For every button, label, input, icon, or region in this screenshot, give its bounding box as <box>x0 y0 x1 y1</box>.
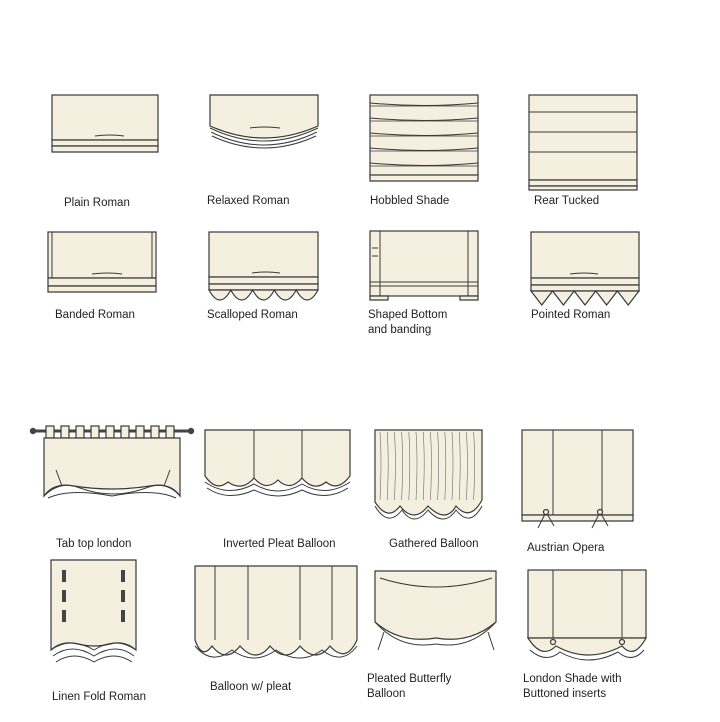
rear-tucked-icon <box>528 94 638 191</box>
pleated-butterfly-balloon-label-line: Balloon <box>367 688 406 700</box>
rear-tucked-label: Rear Tucked <box>534 194 599 209</box>
hobbled-shade-label: Hobbled Shade <box>370 194 449 209</box>
linen-fold-roman-label-line: Linen Fold Roman <box>52 691 146 703</box>
plain-roman-label: Plain Roman <box>64 196 130 211</box>
scalloped-roman-label: Scalloped Roman <box>207 308 298 323</box>
shaped-bottom-label: Shaped Bottom and banding <box>368 308 447 338</box>
tab-top-london-label-line: Tab top london <box>56 538 132 550</box>
banded-roman-icon <box>47 231 157 293</box>
banded-roman-label: Banded Roman <box>55 308 135 323</box>
gathered-balloon-label-line: Gathered Balloon <box>389 538 479 550</box>
inverted-pleat-balloon-label-line: Inverted Pleat Balloon <box>223 538 336 550</box>
shaped-bottom-label-line: and banding <box>368 324 432 336</box>
relaxed-roman-label-line: Relaxed Roman <box>207 195 290 207</box>
shaped-bottom-label-line: Shaped Bottom <box>368 309 448 321</box>
balloon-w-pleat-label-line: Balloon w/ pleat <box>210 681 292 693</box>
hobbled-shade-icon <box>369 94 479 182</box>
linen-fold-roman-label: Linen Fold Roman <box>52 690 146 705</box>
plain-roman-label-line: Plain Roman <box>64 197 130 209</box>
banded-roman-label-line: Banded Roman <box>55 309 135 321</box>
gathered-balloon-label: Gathered Balloon <box>389 537 479 552</box>
inverted-pleat-balloon-label: Inverted Pleat Balloon <box>223 537 336 552</box>
pleated-butterfly-balloon-icon <box>374 570 497 651</box>
london-shade-buttoned-label-line: Buttoned inserts <box>523 688 607 700</box>
plain-roman-icon <box>51 94 159 153</box>
austrian-opera-label: Austrian Opera <box>527 541 604 556</box>
pointed-roman-icon <box>529 231 641 306</box>
hobbled-shade-label-line: Hobbled Shade <box>370 195 450 207</box>
relaxed-roman-label: Relaxed Roman <box>207 194 289 209</box>
inverted-pleat-balloon-icon <box>204 429 351 497</box>
balloon-w-pleat-icon <box>194 565 358 659</box>
gathered-balloon-icon <box>374 429 483 520</box>
pleated-butterfly-balloon-label-line: Pleated Butterfly <box>367 673 452 685</box>
scalloped-roman-label-line: Scalloped Roman <box>207 309 298 321</box>
austrian-opera-icon <box>521 429 634 529</box>
tab-top-london-label: Tab top london <box>56 537 131 552</box>
scalloped-roman-icon <box>207 231 320 301</box>
pointed-roman-label-line: Pointed Roman <box>531 309 611 321</box>
london-shade-buttoned-label-line: London Shade with <box>523 673 622 685</box>
linen-fold-roman-icon <box>50 559 137 663</box>
austrian-opera-label-line: Austrian Opera <box>527 542 605 554</box>
balloon-w-pleat-label: Balloon w/ pleat <box>210 680 291 695</box>
tab-top-london-icon <box>29 425 195 499</box>
pointed-roman-label: Pointed Roman <box>531 308 610 323</box>
rear-tucked-label-line: Rear Tucked <box>534 195 600 207</box>
london-shade-buttoned-icon <box>526 569 648 661</box>
relaxed-roman-icon <box>209 94 319 149</box>
shaped-bottom-icon <box>369 230 479 301</box>
